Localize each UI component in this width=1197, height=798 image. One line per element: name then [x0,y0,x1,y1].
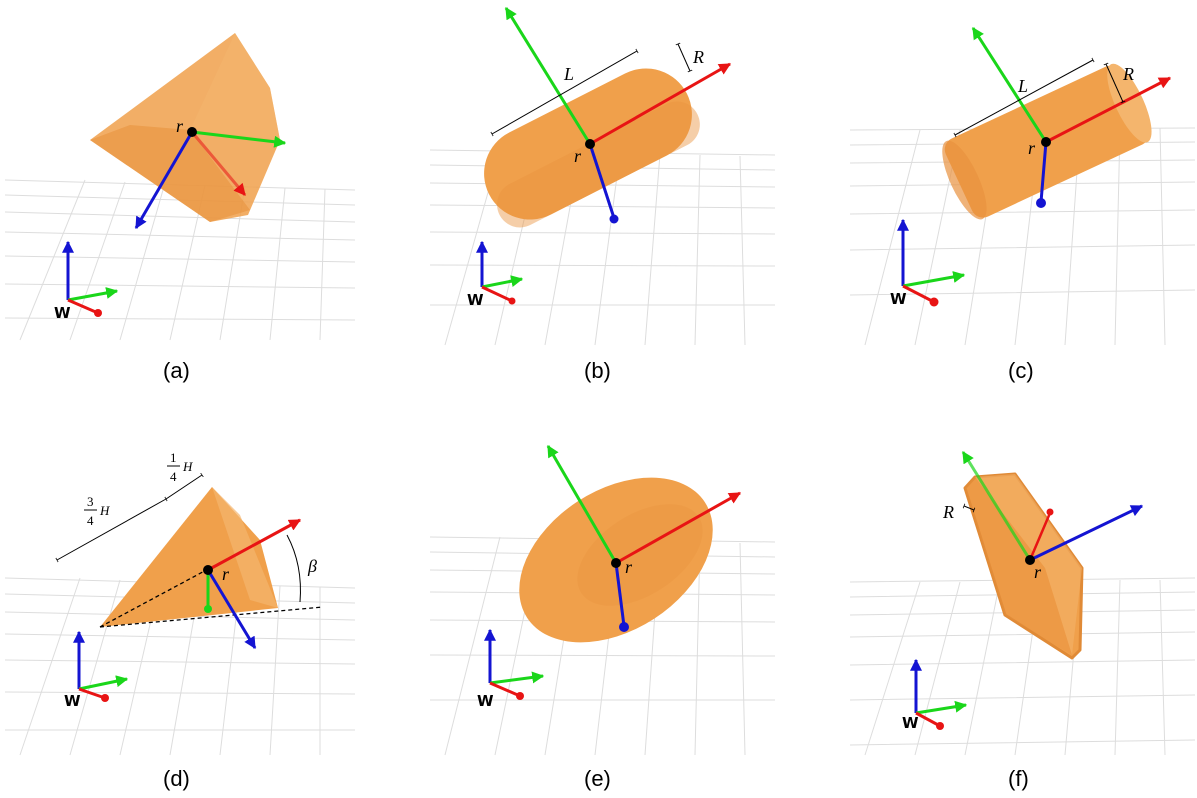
radius-label: R [942,502,954,522]
height-bottom-fraction: 3 4 H [84,494,110,528]
svg-text:1: 1 [170,450,177,465]
origin-label: r [176,116,184,136]
radius-dimension [1103,62,1126,104]
world-label: W [54,304,71,322]
svg-text:H: H [182,459,193,474]
panel-d: β r 1 4 H 3 4 H W (d) [4,450,356,791]
height-top-fraction: 1 4 H [167,450,193,484]
radius-label: R [692,47,704,67]
world-label: W [890,290,907,308]
length-label: L [1017,76,1028,96]
body-y-axis [191,130,287,148]
world-frame: W [477,628,545,710]
world-label: W [477,692,494,710]
panel-a: r W (a) [4,33,356,383]
caption-f: (f) [1008,766,1029,791]
world-frame: W [890,218,966,308]
world-frame: W [54,240,119,322]
radius-dimension [962,503,976,513]
rounded-box-shape [963,472,1084,660]
convex-polyhedron-shape [90,33,280,222]
radius-dimension [675,42,693,73]
origin-point [203,565,213,575]
height-dimension-top [165,472,204,500]
body-z-axis [588,143,616,219]
angle-arc [286,534,301,603]
radius-label: R [1122,64,1134,84]
body-x-axis [615,491,742,565]
angle-label: β [307,556,317,576]
body-x-axis [1028,512,1052,561]
origin-point [1041,137,1051,147]
body-z-axis [1039,141,1048,203]
body-z-axis [134,131,194,230]
caption-d: (d) [163,766,190,791]
body-x-axis [207,518,302,572]
caption-c: (c) [1008,358,1034,383]
svg-text:4: 4 [87,513,94,528]
body-y-axis [546,444,618,564]
caption-b: (b) [584,358,611,383]
panel-b: r L R W (b) [429,6,776,383]
length-label: L [563,64,574,84]
world-frame: W [64,630,129,710]
svg-text:4: 4 [170,469,177,484]
ground-line-dashed [99,606,324,628]
world-frame: W [902,658,968,732]
origin-point [187,127,197,137]
height-dimension-bottom [55,496,168,563]
origin-label: r [625,557,633,577]
origin-point [611,558,621,568]
panel-e: r W (e) [429,444,776,791]
panel-c: r L R W (c) [849,26,1196,383]
svg-text:H: H [99,503,110,518]
origin-point [1025,555,1035,565]
caption-e: (e) [584,766,611,791]
world-label: W [902,714,919,732]
length-dimension [490,48,639,137]
body-y-axis [961,450,1032,561]
svg-text:3: 3 [87,494,94,509]
world-label: W [64,692,81,710]
length-dimension [953,57,1095,138]
origin-label: r [1028,138,1036,158]
body-z-axis [614,562,626,627]
world-label: W [467,291,484,309]
origin-label: r [1034,562,1042,582]
panel-f: r R W (f) [849,450,1196,791]
origin-label: r [574,146,582,166]
body-z-axis [206,569,257,650]
origin-point [585,139,595,149]
caption-a: (a) [163,358,190,383]
cone-shape [100,487,278,627]
world-frame: W [467,240,524,309]
body-x-axis [190,131,247,196]
origin-label: r [222,564,230,584]
body-z-axis [1029,504,1144,562]
